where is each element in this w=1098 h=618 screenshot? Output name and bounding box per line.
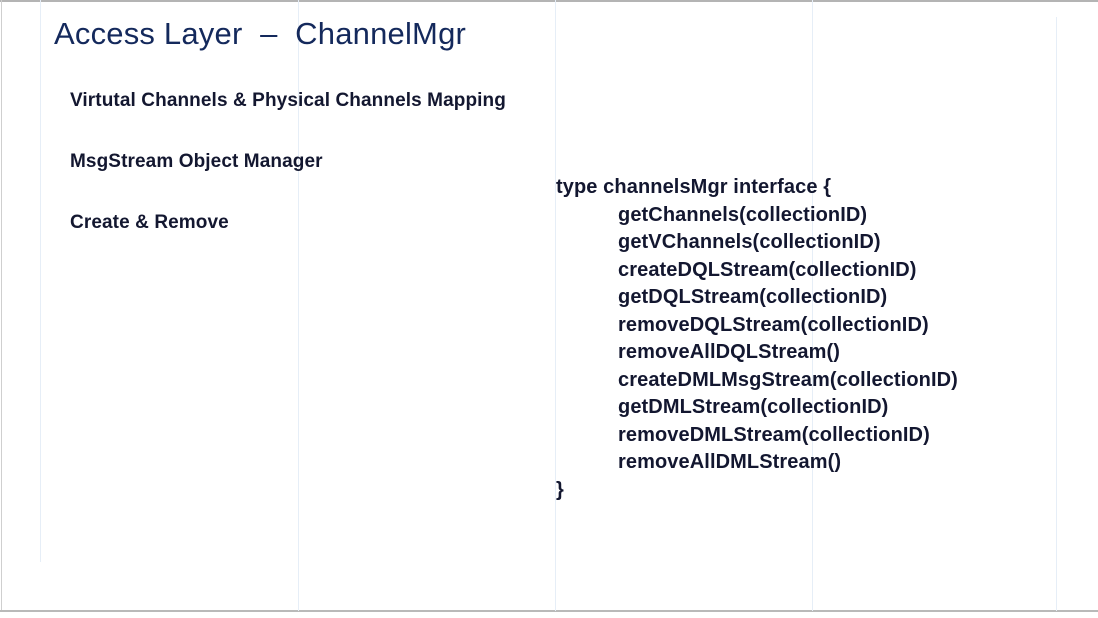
guide-line-5 [1056, 17, 1057, 611]
code-line: removeDQLStream(collectionID) [618, 313, 929, 336]
code-line: removeAllDMLStream() [618, 451, 842, 473]
code-line: getChannels(collectionID) [618, 203, 868, 226]
code-line: removeAllDQLStream() [618, 341, 841, 363]
guide-line-3 [555, 0, 556, 611]
code-block: type channelsMgr interface { getChannels(… [556, 174, 958, 504]
guide-line-2 [298, 0, 299, 611]
code-line: } [556, 478, 564, 501]
bullet-item-0: Virtutal Channels & Physical Channels Ma… [70, 90, 506, 111]
bullet-item-2: Create & Remove [70, 212, 229, 233]
slide-left-border [1, 0, 2, 611]
slide-bottom-border [0, 610, 1098, 612]
code-line: getDMLStream(collectionID) [618, 396, 889, 418]
code-line: createDQLStream(collectionID) [618, 258, 917, 281]
guide-line-4 [812, 0, 813, 611]
code-line: getVChannels(collectionID) [618, 231, 881, 253]
code-line: getDQLStream(collectionID) [618, 286, 888, 308]
code-line: type channelsMgr interface { [556, 176, 832, 198]
code-line: removeDMLStream(collectionID) [618, 423, 930, 446]
slide-top-border [0, 0, 1098, 2]
slide-title: Access Layer – ChannelMgr [54, 16, 467, 51]
bullet-item-1: MsgStream Object Manager [70, 151, 323, 172]
guide-line-1 [40, 0, 41, 562]
code-line: createDMLMsgStream(collectionID) [618, 368, 958, 391]
